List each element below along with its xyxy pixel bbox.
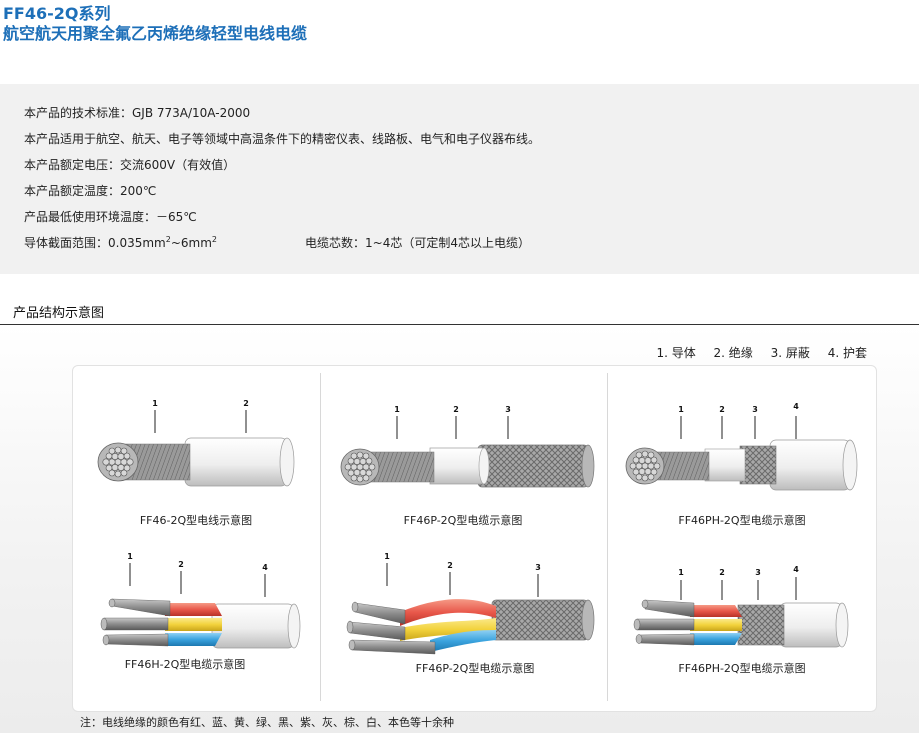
- marker-ff46ph-jacket: 4: [793, 402, 799, 411]
- caption-ff46ph-2q-multi: FF46PH-2Q型电缆示意图: [678, 662, 806, 675]
- marker-ff46ph-multi-jacket: 4: [793, 565, 799, 574]
- marker-ff46ph-multi-shield: 3: [755, 568, 761, 577]
- cross-section-mid: ~6mm: [170, 236, 212, 250]
- legend-conductor: 1. 导体: [656, 346, 696, 360]
- caption-ff46-2q: FF46-2Q型电线示意图: [139, 514, 253, 527]
- caption-ff46h-2q: FF46H-2Q型电缆示意图: [124, 658, 246, 671]
- diagram-ff46ph-2q-multi: [633, 577, 849, 648]
- spec-temperature: 本产品额定温度：200℃: [24, 184, 157, 198]
- legend-jacket: 4. 护套: [827, 346, 867, 360]
- marker-ff46-conductor: 1: [152, 399, 158, 408]
- spec-voltage: 本产品额定电压：交流600V（有效值）: [24, 158, 236, 172]
- series-title: FF46-2Q系列: [3, 4, 111, 23]
- marker-ff46p-multi-shield: 3: [535, 563, 541, 572]
- marker-ff46h-jacket: 4: [262, 563, 268, 572]
- diagram-ff46p-2q-multi: [346, 563, 595, 655]
- cross-section-prefix: 导体截面范围：0.035mm: [24, 236, 166, 250]
- legend-shield: 3. 屏蔽: [770, 346, 810, 360]
- spec-cross-section: 导体截面范围：0.035mm2~6mm2: [24, 234, 217, 251]
- diagram-ff46p-2q: [340, 416, 595, 488]
- marker-ff46h-conductor: 1: [127, 552, 133, 561]
- diagram-ff46-2q: [97, 410, 295, 487]
- diagram-ff46h-2q: [100, 563, 301, 649]
- caption-ff46p-2q-multi: FF46P-2Q型电缆示意图: [415, 662, 535, 675]
- cross-section-sup-1: 2: [165, 235, 171, 244]
- caption-ff46ph-2q: FF46PH-2Q型电缆示意图: [678, 514, 806, 527]
- marker-ff46-insulation: 2: [243, 399, 249, 408]
- section-title: 产品结构示意图: [13, 306, 105, 321]
- marker-ff46ph-multi-insulation: 2: [719, 568, 725, 577]
- title-block: FF46-2Q系列 航空航天用聚全氟乙丙烯绝缘轻型电线电缆: [3, 4, 307, 44]
- caption-ff46p-2q: FF46P-2Q型电缆示意图: [403, 514, 523, 527]
- column-divider-right: [607, 373, 608, 701]
- spec-cores: 电缆芯数：1~4芯（可定制4芯以上电缆）: [305, 236, 530, 250]
- marker-ff46p-shield: 3: [505, 405, 511, 414]
- marker-ff46p-conductor: 1: [394, 405, 400, 414]
- spec-application: 本产品适用于航空、航天、电子等领域中高温条件下的精密仪表、线路板、电气和电子仪器…: [24, 132, 541, 146]
- diagram-box: [72, 365, 877, 712]
- diagram-ff46ph-2q: [625, 416, 858, 491]
- product-title: 航空航天用聚全氟乙丙烯绝缘轻型电线电缆: [3, 24, 308, 43]
- legend-insulation: 2. 绝缘: [713, 346, 753, 360]
- marker-ff46ph-insulation: 2: [719, 405, 725, 414]
- spec-standard: 本产品的技术标准：GJB 773A/10A-2000: [24, 106, 251, 120]
- structure-legend: 1. 导体 2. 绝缘 3. 屏蔽 4. 护套: [642, 344, 867, 361]
- marker-ff46ph-shield: 3: [752, 405, 758, 414]
- color-note: 注：电线绝缘的颜色有红、蓝、黄、绿、黑、紫、灰、棕、白、本色等十余种: [80, 716, 454, 729]
- marker-ff46ph-multi-conductor: 1: [678, 568, 684, 577]
- column-divider-left: [320, 373, 321, 701]
- marker-ff46p-multi-insulation: 2: [447, 561, 453, 570]
- marker-ff46p-insulation: 2: [453, 405, 459, 414]
- marker-ff46p-multi-conductor: 1: [384, 552, 390, 561]
- spec-min-temperature: 产品最低使用环境温度：－65℃: [24, 210, 197, 224]
- marker-ff46ph-conductor: 1: [678, 405, 684, 414]
- section-rule: [0, 324, 919, 325]
- marker-ff46h-insulation: 2: [178, 560, 184, 569]
- cross-section-sup-2: 2: [211, 235, 217, 244]
- spec-panel: 本产品的技术标准：GJB 773A/10A-2000 本产品适用于航空、航天、电…: [0, 84, 919, 274]
